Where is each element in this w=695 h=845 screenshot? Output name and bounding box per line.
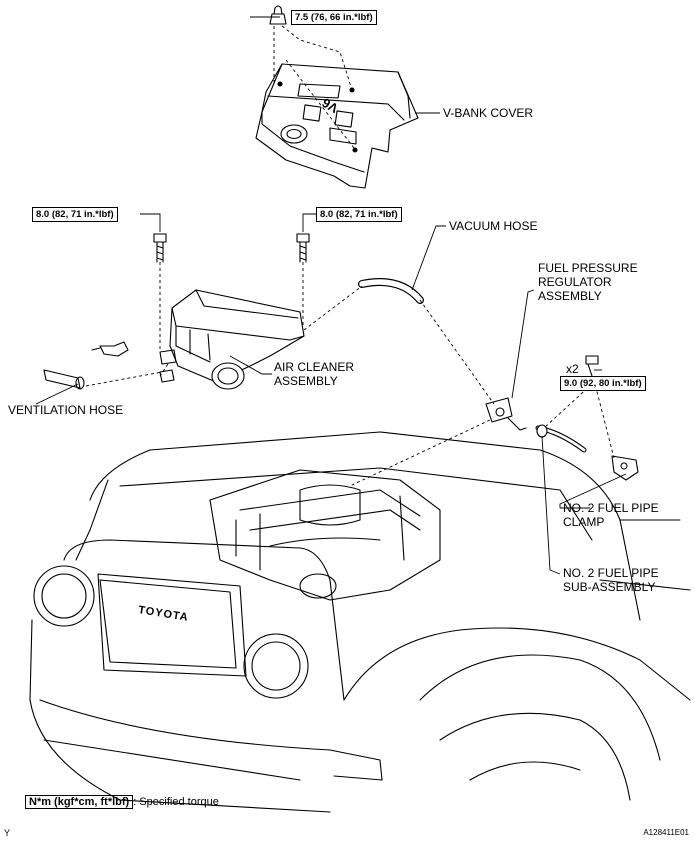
torque-spec-aircleaner-left: 8.0 (82, 71 in.*lbf) [32, 207, 118, 222]
label-pipe-sub-line-2: SUB-ASSEMBLY [563, 580, 656, 594]
label-fuel-pipe-sub-assembly: NO. 2 FUEL PIPE SUB-ASSEMBLY [563, 566, 659, 594]
torque-spec-aircleaner-right: 8.0 (82, 71 in.*lbf) [316, 207, 402, 222]
label-clamp-line-1: NO. 2 FUEL PIPE [563, 501, 659, 515]
label-fuel-pressure-regulator: FUEL PRESSURE REGULATOR ASSEMBLY [538, 261, 638, 303]
label-clamp-line-2: CLAMP [563, 515, 605, 529]
ventilation-hose-illustration [43, 369, 85, 390]
label-vbank-cover: V-BANK COVER [443, 106, 534, 120]
label-air-cleaner-line-1: AIR CLEANER [274, 360, 355, 374]
torque-legend: N*m (kgf*cm, ft*lbf): Specified torque [25, 795, 219, 809]
label-quantity-x2: x2 [566, 362, 579, 376]
label-vacuum-hose: VACUUM HOSE [449, 219, 538, 233]
torque-spec-fuel-pipe: 9.0 (92, 80 in.*lbf) [560, 376, 646, 391]
label-ventilation-hose: VENTILATION HOSE [8, 403, 124, 417]
vacuum-hose-illustration [358, 278, 424, 304]
label-fpr-line-2: REGULATOR [538, 275, 612, 289]
vehicle-illustration [29, 431, 691, 813]
corner-mark-left: Y [4, 828, 11, 838]
vbank-cover-illustration [255, 5, 419, 189]
air-cleaner-illustration [91, 233, 310, 390]
label-air-cleaner: AIR CLEANER ASSEMBLY [274, 360, 354, 388]
label-fpr-line-3: ASSEMBLY [538, 289, 602, 303]
label-pipe-sub-line-1: NO. 2 FUEL PIPE [563, 566, 659, 580]
figure-id: A128411E01 [643, 828, 689, 837]
label-air-cleaner-line-2: ASSEMBLY [274, 374, 338, 388]
legend-text: : Specified torque [133, 796, 219, 808]
label-fuel-pipe-clamp: NO. 2 FUEL PIPE CLAMP [563, 501, 659, 529]
label-fpr-line-1: FUEL PRESSURE [538, 261, 638, 275]
torque-spec-vbank: 7.5 (76, 66 in.*lbf) [291, 10, 377, 25]
fuel-regulator-illustration [485, 355, 599, 431]
legend-unit-box: N*m (kgf*cm, ft*lbf) [25, 795, 134, 809]
alignment-lines [85, 25, 615, 487]
fuel-pipe-illustration [535, 424, 639, 481]
label-leaders [35, 16, 627, 575]
